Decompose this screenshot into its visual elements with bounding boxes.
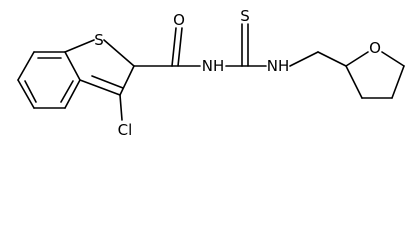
thiocarbonyl-group (225, 23, 249, 67)
atom-sulfur-ring: S (94, 31, 104, 49)
atom-chlorine: Cl (118, 121, 133, 139)
atom-oxygen-carbonyl: O (173, 11, 185, 29)
atom-sulfur-thio: S (240, 7, 250, 25)
bond-to-chlorine (119, 94, 123, 121)
structure-drawing: S O NH S NH O Cl (17, 7, 405, 139)
carbonyl-group (133, 27, 183, 67)
thiophene-ring (64, 39, 135, 96)
benzene-ring (17, 51, 81, 109)
chemical-structure: S O NH S NH O Cl (17, 7, 405, 139)
atom-oxygen-ring: O (369, 39, 381, 57)
tetrahydrofuran-ring (345, 51, 405, 99)
methylene-linker (289, 51, 347, 67)
atom-nitrogen-thio: NH (267, 57, 290, 75)
atom-nitrogen-amide: NH (202, 57, 225, 75)
